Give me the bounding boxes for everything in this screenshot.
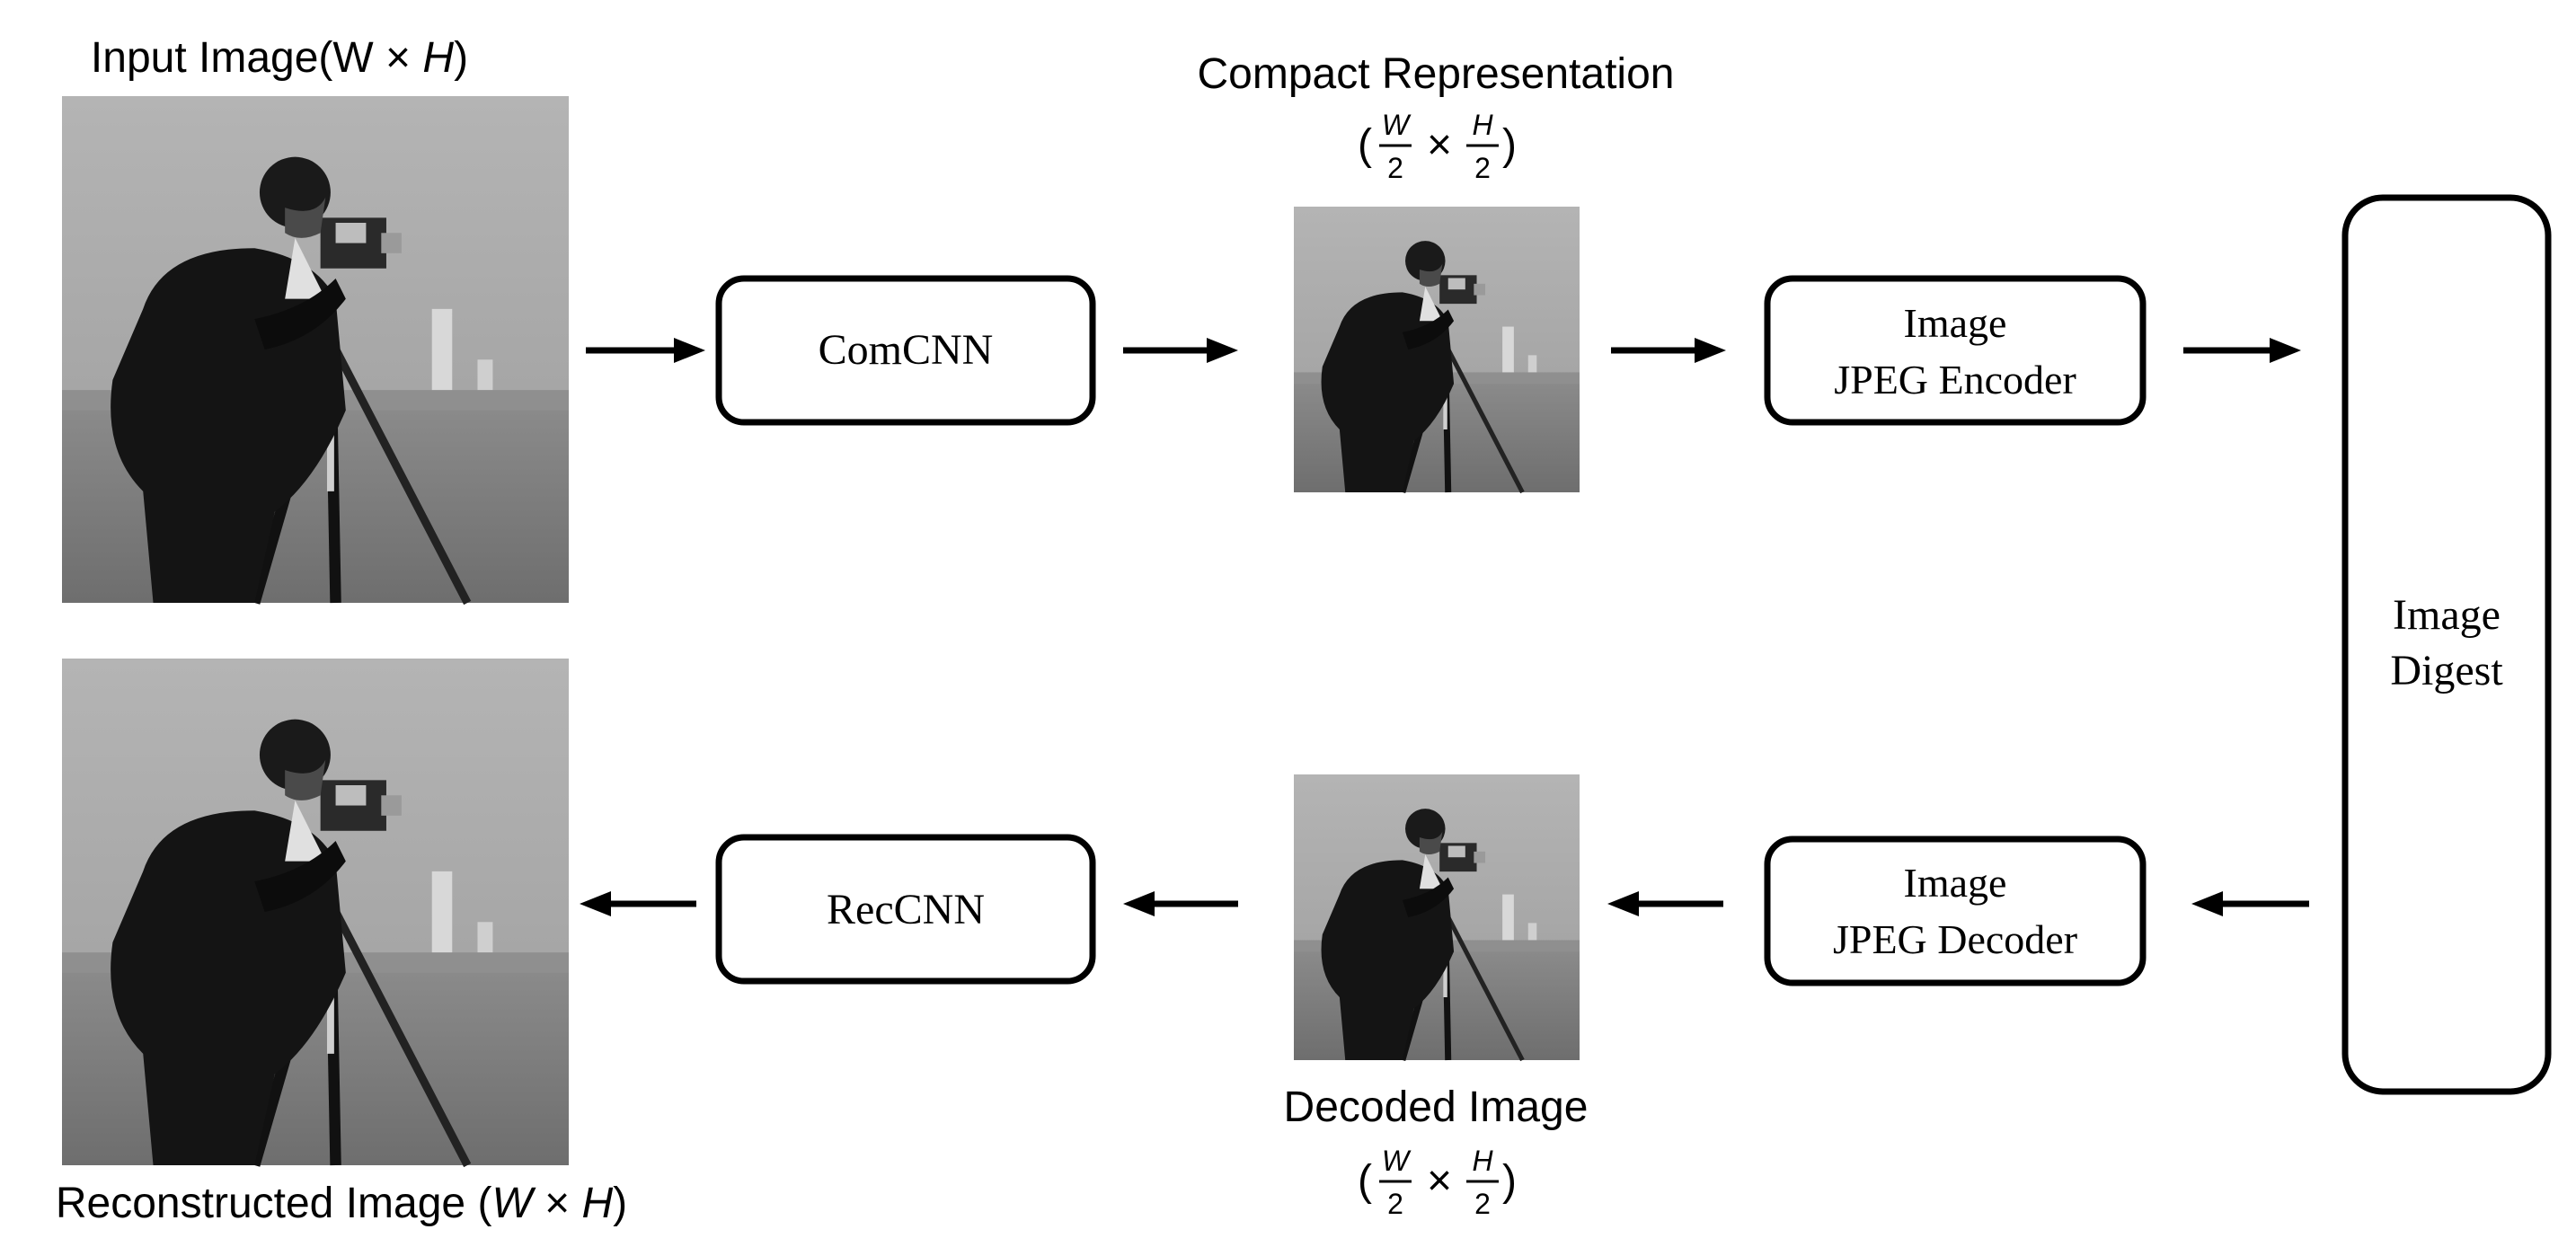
svg-text:H: H: [1472, 109, 1493, 141]
reconstructed-photo: [62, 659, 569, 1165]
arrow-reccnn-to-reconstructed: [580, 891, 696, 916]
arrow-decoder-to-decoded: [1607, 891, 1723, 916]
svg-text:2: 2: [1387, 1188, 1403, 1220]
svg-text:2: 2: [1474, 152, 1491, 184]
arrow-comcnn-to-compact: [1123, 338, 1238, 363]
input-photo: [62, 96, 569, 603]
svg-text:×: ×: [1427, 121, 1452, 169]
reconstructed-image-label: Reconstructed Image (W × H): [56, 1180, 627, 1227]
svg-text:W: W: [1382, 109, 1412, 141]
svg-text:(: (: [1358, 1157, 1372, 1205]
svg-text:2: 2: [1474, 1188, 1491, 1220]
image-digest-box: Image Digest: [2341, 194, 2552, 1095]
input-image-label: Input Image(W × H): [91, 34, 468, 82]
encoder-label-line2: JPEG Encoder: [1834, 357, 2076, 402]
decoder-label-line2: JPEG Decoder: [1833, 916, 2077, 962]
svg-text:): ): [1502, 121, 1517, 169]
arrow-decoded-to-reccnn: [1123, 891, 1238, 916]
decoder-label-line1: Image: [1904, 860, 2007, 906]
svg-text:×: ×: [1427, 1157, 1452, 1205]
decoded-size-label: ( W 2 × H 2 ): [1358, 1145, 1517, 1220]
encoder-label-line1: Image: [1904, 300, 2007, 346]
digest-label-line1: Image: [2393, 591, 2501, 639]
svg-text:): ): [1502, 1157, 1517, 1205]
decoded-image-label: Decoded Image: [1284, 1083, 1589, 1131]
reccnn-label: RecCNN: [827, 886, 985, 933]
arrow-encoder-to-digest: [2183, 338, 2301, 363]
comcnn-box: ComCNN: [715, 275, 1096, 426]
reccnn-box: RecCNN: [715, 834, 1096, 985]
digest-label-line2: Digest: [2390, 647, 2503, 694]
jpeg-encoder-box: Image JPEG Encoder: [1764, 275, 2147, 426]
svg-text:H: H: [1472, 1145, 1493, 1177]
svg-text:2: 2: [1387, 152, 1403, 184]
arrow-digest-to-decoder: [2191, 891, 2309, 916]
svg-text:W: W: [1382, 1145, 1412, 1177]
arrow-compact-to-encoder: [1611, 338, 1726, 363]
jpeg-decoder-box: Image JPEG Decoder: [1764, 836, 2147, 986]
compact-representation-label: Compact Representation: [1198, 50, 1675, 98]
comcnn-label: ComCNN: [819, 326, 994, 374]
decoded-photo: [1294, 774, 1580, 1060]
compact-size-label: ( W 2 × H 2 ): [1358, 109, 1517, 184]
arrow-input-to-comcnn: [586, 338, 705, 363]
svg-text:(: (: [1358, 121, 1372, 169]
compact-photo: [1294, 207, 1580, 492]
